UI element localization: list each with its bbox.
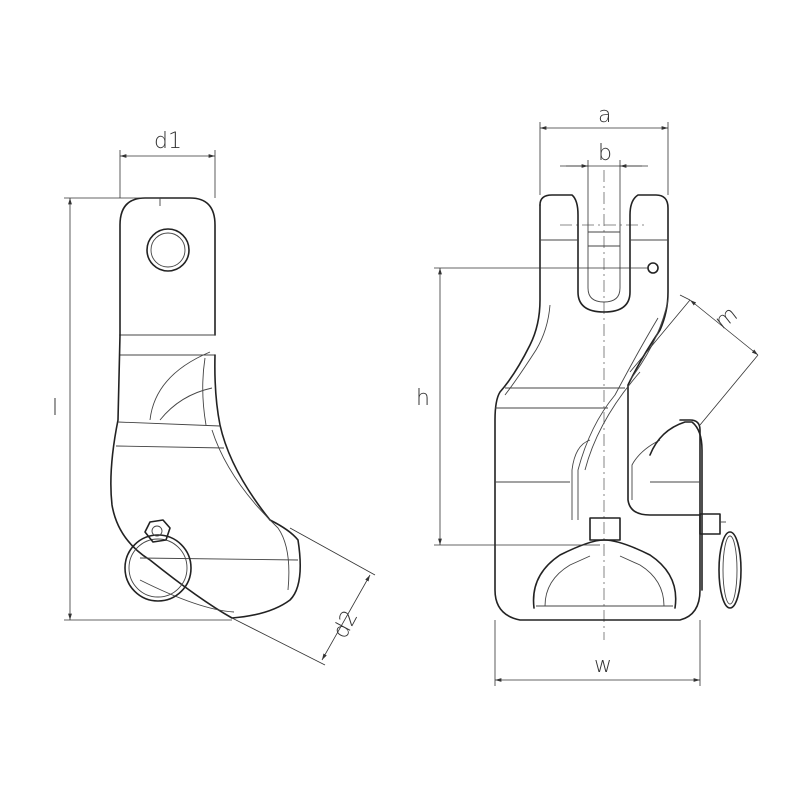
front-view-body: [539, 194, 701, 516]
side-view-ring: [124, 519, 192, 602]
label-w: w: [594, 653, 612, 678]
label-l: l: [52, 396, 58, 421]
label-d2: d2: [328, 606, 363, 642]
front-view-small-hole: [647, 262, 659, 274]
label-m: m: [710, 302, 742, 335]
front-view: a b h m: [416, 103, 759, 686]
label-d1: d1: [154, 129, 182, 154]
front-view-locking-pin: [699, 513, 742, 609]
dimension-d1: d1: [119, 129, 216, 198]
dimension-w: w: [494, 620, 701, 686]
side-view-top-plate: [119, 197, 216, 336]
dimension-h: h: [416, 267, 648, 546]
dimension-l: l: [52, 197, 232, 621]
front-view-pin-block: [589, 517, 621, 541]
dimension-m: m: [629, 294, 759, 426]
dimension-a: a: [539, 103, 669, 195]
front-view-saddle: [532, 539, 677, 609]
front-view-side-cover: [649, 421, 703, 591]
label-h: h: [416, 386, 430, 411]
label-a: a: [598, 103, 611, 128]
dimension-d2: d2: [231, 527, 376, 666]
side-view-pin-hole: [146, 228, 190, 272]
side-view: d1 l d2: [52, 129, 376, 666]
dimension-b: b: [560, 141, 648, 222]
side-view-body: [110, 334, 302, 619]
label-b: b: [598, 141, 612, 166]
